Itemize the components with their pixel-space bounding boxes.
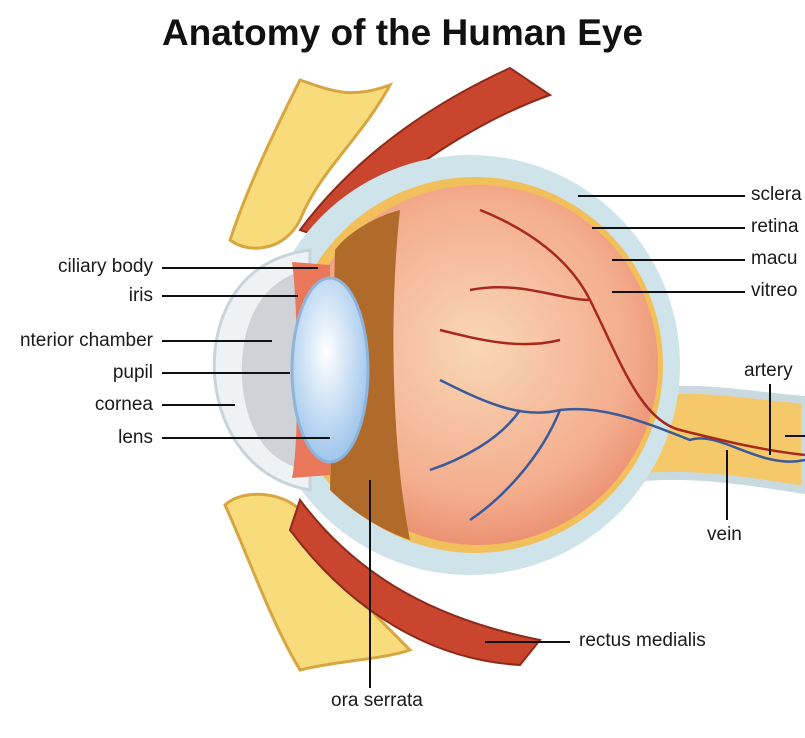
label-pupil: pupil xyxy=(112,362,153,383)
label-macula: macu xyxy=(751,248,798,269)
label-anterior-chamber: nterior chamber xyxy=(19,330,153,351)
label-ora-serrata: ora serrata xyxy=(331,690,423,711)
label-vein: vein xyxy=(707,524,742,545)
label-artery: artery xyxy=(744,360,793,381)
label-ciliary-body: ciliary body xyxy=(57,256,153,277)
label-sclera: sclera xyxy=(751,184,802,205)
label-lens: lens xyxy=(118,427,153,448)
lens xyxy=(290,276,370,464)
rectus-medialis-muscle xyxy=(288,497,542,667)
label-vitreous: vitreo xyxy=(751,280,798,301)
label-cornea: cornea xyxy=(94,394,153,415)
blood-vessels xyxy=(429,208,805,522)
label-retina: retina xyxy=(751,216,799,237)
orbital-bone-lower xyxy=(223,492,413,672)
label-iris: iris xyxy=(128,285,153,306)
diagram-title: Anatomy of the Human Eye xyxy=(161,12,644,53)
leader-lines xyxy=(162,195,805,688)
orbital-bone-upper xyxy=(228,78,394,250)
label-rectus-medialis: rectus medialis xyxy=(579,630,706,651)
anterior-chamber xyxy=(241,270,305,470)
